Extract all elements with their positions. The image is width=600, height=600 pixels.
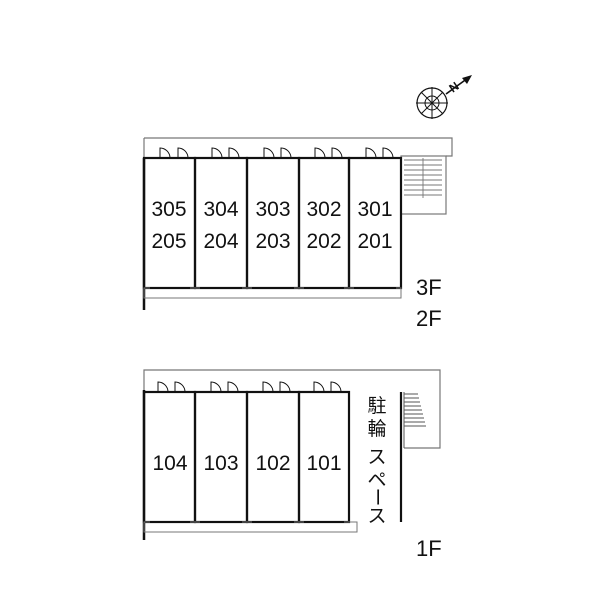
unit-label: 305 — [151, 198, 186, 221]
floor-label: 2F — [416, 306, 442, 331]
corridor-outline — [144, 137, 453, 157]
unit-label: 205 — [151, 230, 186, 253]
door-icon — [263, 147, 275, 159]
door-icon — [228, 147, 240, 159]
staircase — [403, 392, 426, 448]
door-icon — [159, 147, 171, 159]
unit-label: 101 — [306, 452, 341, 475]
door-icon — [280, 147, 292, 159]
compass: N — [416, 75, 472, 119]
stair-treads — [404, 158, 442, 198]
unit-label: 201 — [357, 230, 392, 253]
door-icon — [331, 147, 343, 159]
unit-label: 203 — [255, 230, 290, 253]
door-icon — [174, 381, 186, 393]
unit-label: 103 — [203, 452, 238, 475]
bicycle-space-char: ペ — [367, 469, 386, 491]
bicycle-space-char: ス — [367, 505, 386, 527]
door-icon — [262, 381, 274, 393]
door-icon — [313, 381, 325, 393]
bicycle-space-char: 輪 — [367, 418, 386, 440]
compass-arrow-head — [462, 75, 472, 84]
unit-label: 104 — [152, 452, 187, 475]
compass-diagonal-line — [420, 91, 444, 115]
ground-floor-block: 104 103 102 101 駐 輪 ス ペ ー ス 1F — [142, 369, 442, 561]
floor-label: 1F — [416, 536, 442, 561]
upper-floor-block: 305 205 304 204 303 203 302 202 301 201 … — [142, 137, 453, 331]
bicycle-space-char: ス — [367, 446, 386, 468]
balcony — [143, 287, 402, 299]
door-icon — [177, 147, 189, 159]
unit-label: 202 — [306, 230, 341, 253]
unit-label: 302 — [306, 198, 341, 221]
unit-label: 102 — [255, 452, 290, 475]
door-icon — [279, 381, 291, 393]
door-icon — [330, 381, 342, 393]
door-icon — [157, 381, 169, 393]
unit-label: 304 — [203, 198, 238, 221]
door-icon — [211, 147, 223, 159]
door-icon — [314, 147, 326, 159]
door-icon — [210, 381, 222, 393]
bicycle-space-char: ー — [366, 487, 388, 506]
door-icon — [365, 147, 377, 159]
door-icon — [382, 147, 394, 159]
unit-label: 204 — [203, 230, 238, 253]
bicycle-space-char: 駐 — [367, 395, 386, 417]
unit-label: 303 — [255, 198, 290, 221]
balcony — [143, 521, 358, 533]
door-icon — [227, 381, 239, 393]
site-outline — [143, 369, 441, 449]
unit-label: 301 — [357, 198, 392, 221]
floor-label: 3F — [416, 275, 442, 300]
